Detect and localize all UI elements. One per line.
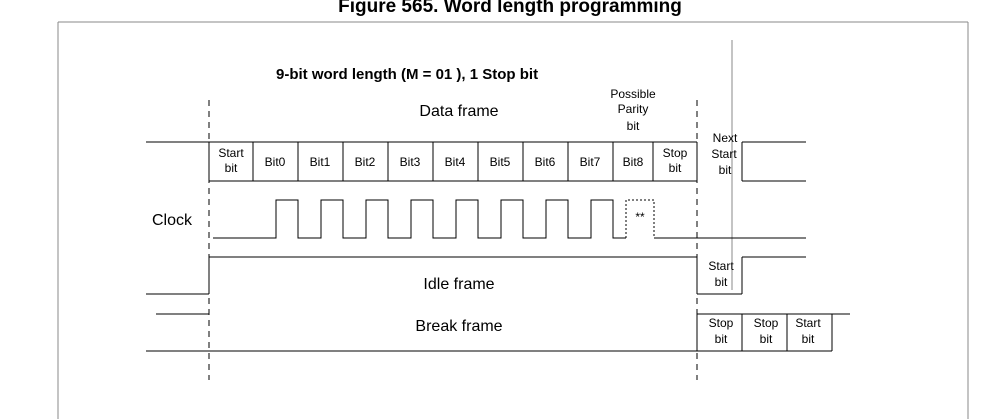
cell-label: Start (795, 316, 821, 330)
cell-label: Stop (754, 316, 779, 330)
diagram-subtitle: 9-bit word length (M = 01 ), 1 Stop bit (276, 66, 538, 83)
idle-frame-cell-start: Start bit (708, 259, 734, 289)
data-frame-cell-bit3: Bit3 (400, 155, 421, 169)
possible-label: Possible (610, 87, 656, 101)
figure-border (57, 21, 969, 419)
break-frame-cell-stop-1: Stop bit (709, 316, 734, 346)
data-frame-cell-bit7: Bit7 (580, 155, 601, 169)
data-frame-cell-bit8: Bit8 (623, 155, 644, 169)
cell-label: bit (715, 332, 728, 346)
data-frame-cell-bit5: Bit5 (490, 155, 511, 169)
data-frame-cell-bit0: Bit0 (265, 155, 286, 169)
idle-frame-label: Idle frame (423, 276, 494, 293)
clock-waveform (213, 199, 626, 239)
data-frame-cell-bit2: Bit2 (355, 155, 376, 169)
data-frame-cell-start: Start bit (218, 146, 244, 175)
cell-label: bit (225, 161, 238, 175)
cell-label: Start (708, 259, 734, 273)
cell-label: Next (713, 131, 738, 145)
data-frame-row (146, 141, 806, 182)
cell-label: bit (760, 332, 773, 346)
idle-frame-row (146, 256, 806, 295)
cell-label: Start (218, 146, 244, 160)
clock-label: Clock (152, 212, 193, 229)
break-frame-cell-stop-2: Stop bit (754, 316, 779, 346)
break-frame-row (146, 313, 850, 352)
cell-label: bit (719, 163, 732, 177)
cell-label: bit (715, 275, 728, 289)
data-frame-cell-stop: Stop bit (663, 146, 688, 175)
parity-clock-pulse (625, 199, 655, 238)
figure-title: Figure 565. Word length programming (338, 0, 682, 17)
data-frame-cell-bit1: Bit1 (310, 155, 331, 169)
parity-clock-note: ** (635, 210, 645, 224)
data-frame-cell-bit4: Bit4 (445, 155, 466, 169)
parity-label: Parity (618, 102, 649, 116)
data-frame-cell-next-start: Next Start bit (711, 131, 738, 177)
cell-label: bit (802, 332, 815, 346)
data-frame-label: Data frame (419, 103, 498, 120)
break-frame-label: Break frame (415, 318, 502, 335)
cell-label: Start (711, 147, 737, 161)
cell-label: bit (669, 161, 682, 175)
parity-bit-label: bit (627, 119, 640, 133)
cell-label: Stop (709, 316, 734, 330)
break-frame-cell-start: Start bit (795, 316, 821, 346)
cell-label: Stop (663, 146, 688, 160)
data-frame-cell-bit6: Bit6 (535, 155, 556, 169)
